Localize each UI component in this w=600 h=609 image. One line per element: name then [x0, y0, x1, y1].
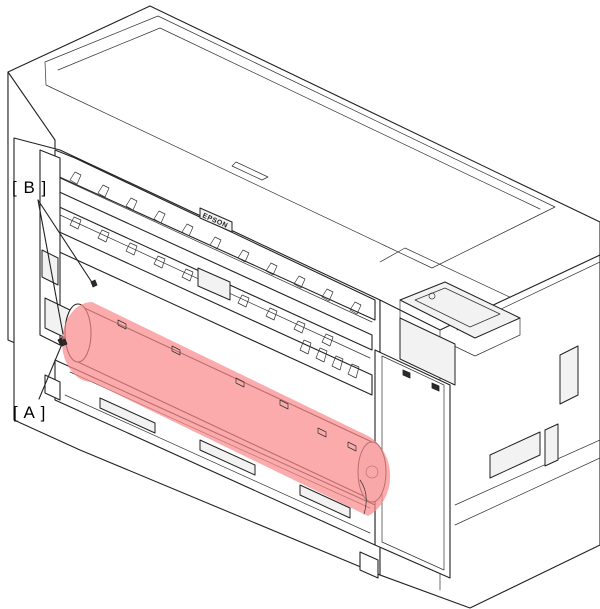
callout-a: [ A ] — [13, 338, 68, 422]
callout-a-label: [ A ] — [13, 403, 46, 422]
printer-housing — [7, 5, 600, 609]
callout-b-target — [90, 279, 98, 288]
callout-a-target — [59, 338, 68, 347]
spindle-markers — [117, 319, 367, 515]
printer-base — [44, 359, 379, 579]
paper-guide-upper — [54, 149, 376, 396]
callout-b-label: [ B ] — [12, 178, 47, 197]
paper-clips — [69, 171, 362, 379]
roll-highlight-shape — [62, 302, 391, 516]
callout-b: [ B ] — [12, 178, 98, 335]
roll-highlight — [62, 302, 391, 516]
